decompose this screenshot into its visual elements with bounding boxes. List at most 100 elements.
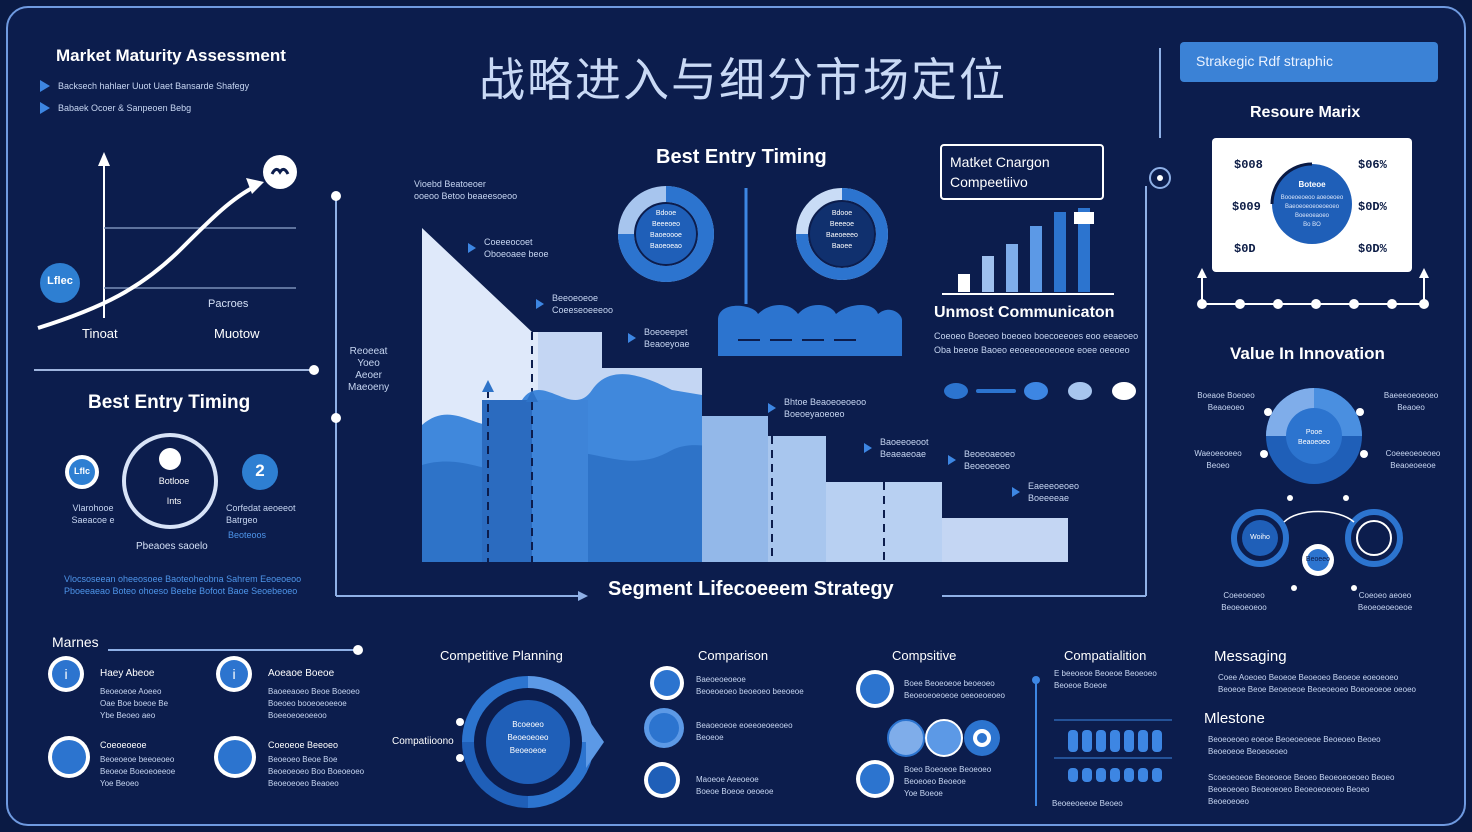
comparison-item-1: Baeoeoeoeoe Beoeoeoeo beoeoeo beeoeoe <box>696 675 804 696</box>
maturity-label-right: Muotow <box>214 326 260 341</box>
bullet-arrow-icon <box>40 80 50 92</box>
donut-1-label: Bdooe Beeeoeo Baoeoooe Baoeoeao <box>650 210 682 250</box>
resource-timeline <box>1197 268 1429 309</box>
lifecycle-staircase-chart <box>422 228 1068 562</box>
resource-center-lines: Booeoeoeoo aoeoeoeo Baeoeoeoeoeoeoeo Boe… <box>1280 195 1344 228</box>
milestone-title: Mlestone <box>1204 710 1265 727</box>
maturity-bullet-2: Babaek Ocoer & Sanpeoen Bebg <box>40 102 191 114</box>
market-competitive-box: Matket Cnargon Compeetiivo <box>940 144 1104 200</box>
competitive-planning-cycle <box>456 676 604 808</box>
resource-value-4: $06% <box>1358 158 1387 172</box>
bullet-arrow-icon <box>40 102 50 114</box>
marnes-title: Marnes <box>52 634 99 650</box>
compsitive-icon-1 <box>856 670 894 708</box>
stage-label-6: Beoeoaeoeo Beoeoeoeo <box>948 448 1015 472</box>
page-title: 战略进入与细分市场定位 <box>479 53 1007 107</box>
marnes-item-4-title: Coeoeoe Beeoeo <box>268 740 339 750</box>
stage-arrow-icon <box>1012 487 1020 497</box>
stage-label-3: Boeoeepet Beaoeyoae <box>628 326 690 350</box>
marnes-item-1-text: Beoeoeoe Aoeeo Oae Boe boeoe Be Ybe Beoe… <box>100 687 169 720</box>
marnes-item-4-text: Beoeoeo Beoe Boe Beoeoeoeo Boo Boeoeoeo … <box>268 755 365 788</box>
entry-bottom-caption: Pbeaoes saoelo <box>136 541 208 552</box>
stage-arrow-icon <box>948 455 956 465</box>
value-innovation-title: Value In Innovation <box>1230 344 1385 363</box>
resource-matrix-title: Resoure Marix <box>1250 104 1361 121</box>
donut-2-label: Bdooe Beeeoe Baeoeeeo Baoee <box>826 210 858 250</box>
segment-lifecycle-frame <box>331 186 1147 601</box>
marnes-divider <box>108 645 363 655</box>
stage-arrow-icon <box>864 443 872 453</box>
entry-badge-right: 2 <box>255 461 265 480</box>
right-divider <box>1149 48 1171 189</box>
milestone-text-1: Beoeoeoeo eoeoe Beoeoeoeoe Beoeoeo Beoeo… <box>1208 735 1381 756</box>
innovation-label-5: Coeeoeoeo Beoeoeoeoo <box>1221 591 1267 612</box>
stage-label-1: Coeeeocoet Oboeoaee beoe <box>468 236 549 260</box>
center-side-label: Reoeeat Yoeo Aeoer Maeoeny <box>348 346 390 393</box>
maturity-badge-label: Lflec <box>47 275 73 287</box>
resource-value-2: $009 <box>1232 200 1261 214</box>
marnes-icon-1: i <box>48 656 84 692</box>
communication-desc-2: Oba beeoe Baoeo eeoeeoeoeoeoe eoee oeeoe… <box>934 345 1130 355</box>
marnes-item-2-title: Aoeaoe Boeoe <box>268 668 335 679</box>
resource-value-1: $008 <box>1234 158 1263 172</box>
stage-arrow-icon <box>768 403 776 413</box>
entry-center-top: Botlooe <box>158 476 190 486</box>
innovation-hub-label: Pooe Beaoeoeo <box>1298 429 1330 446</box>
marnes-icon-2: i <box>216 656 252 692</box>
entry-right-link[interactable]: Beoteoos <box>228 530 267 540</box>
compsitive-title: Compsitive <box>892 648 957 663</box>
stage-arrow-icon <box>628 333 636 343</box>
marnes-icon-4 <box>214 736 256 778</box>
competitive-hub-label: Bcoeoeo Beoeoeoeo Beoeoeoe <box>507 720 549 755</box>
entry-left-caption: Vlarohooe Saeacoe e <box>71 503 115 525</box>
maturity-bullet-1: Backsech hahlaer Uuot Uaet Bansarde Shaf… <box>40 80 249 92</box>
competitive-planning-title: Competitive Planning <box>440 648 563 663</box>
competition-sub: E beeoeoe Beoeoe Beoeoeo Beoeoe Boeoe <box>1054 669 1157 690</box>
resource-value-3: $0D <box>1234 242 1256 256</box>
left-divider <box>34 365 319 375</box>
communication-progress-icons <box>944 382 1136 400</box>
entry-center-bottom: Ints <box>166 496 182 506</box>
comparison-icon-1 <box>650 666 684 700</box>
resource-center-title: Boteoe <box>1298 180 1326 189</box>
innovation-cycle-diagram <box>1231 388 1403 591</box>
center-entry-timing-title: Best Entry Timing <box>656 146 827 168</box>
marnes-item-3-text: Beoeoeoe beeoeoeo Beoeoe Boeoeoeeoe Yoe … <box>100 755 176 788</box>
resource-value-6: $0D% <box>1358 242 1387 256</box>
dashboard-frame: 战略进入与细分市场定位 Strakegic Rdf straphic Marke… <box>6 6 1466 826</box>
entry-right-caption: Corfedat aeoeeot Batrgeo <box>226 503 296 525</box>
marnes-item-1-title: Haey Abeoe <box>100 668 155 679</box>
marnes-item-2-text: Baoeeaoeo Beoe Boeoeo Boeoeo booeoeoeeoe… <box>268 687 360 720</box>
entry-timing-left-title: Best Entry Timing <box>88 392 251 413</box>
compsitive-item-2: Boeo Boeoeoe Beoeoeo Beoeoeo Beoeoe Yoe … <box>904 765 992 798</box>
market-maturity-title: Market Maturity Assessment <box>56 46 286 65</box>
messaging-title: Messaging <box>1214 648 1287 665</box>
compsitive-circles <box>887 719 1000 757</box>
entry-footer-line-2: Pboeeaeao Boteo ohoeso Beebe Bofoot Baoe… <box>64 586 298 596</box>
stage-label-7: Eaeeeoeoeo Boeeeeae <box>1012 480 1079 504</box>
entry-footer-line-1: Vlocsoseean oheeosoee Baoteoheobna Sahre… <box>64 574 302 584</box>
entry-timing-donuts <box>618 186 902 356</box>
strategic-graphic-button[interactable]: Strakegic Rdf straphic <box>1180 42 1438 82</box>
communication-title: Unmost Communicaton <box>934 304 1115 321</box>
messaging-text: Coee Aoeoeo Beoeoe Beoeoeo Beoeoe eoeoeo… <box>1218 673 1416 694</box>
innovation-label-4: Coeeeoeoeoeo Beaoeoeeoe <box>1385 449 1441 470</box>
resource-value-5: $0D% <box>1358 200 1387 214</box>
stage-label-5: Baoeeoeoot Beaeaeoae <box>864 436 929 460</box>
milestone-text-2: Scoeoeoeoe Beoeoeoe Beoeo Beoeoeoeoeo Be… <box>1208 773 1395 806</box>
compsitive-item-1: Boee Beoeoeoe beoeoeo Beoeoeoeoeoe oeeoe… <box>904 679 1005 700</box>
innovation-node-left: Woiho <box>1250 534 1270 541</box>
competitive-left-label: Compatiioono <box>392 736 454 747</box>
maturity-curve-chart <box>37 152 297 330</box>
resource-matrix-card: $008 $009 $0D $06% $0D% $0D% Boteoe Booe… <box>1212 138 1412 272</box>
stage-arrow-icon <box>468 243 476 253</box>
compsitive-icon-2 <box>856 760 894 798</box>
maturity-label-mid: Pacroes <box>208 298 249 310</box>
center-left-note: Vioebd Beatoeoer ooeoo Betoo beaeesoeoo <box>414 179 518 201</box>
maturity-label-left: Tinoat <box>82 326 118 341</box>
stage-arrow-icon <box>536 299 544 309</box>
comparison-title: Comparison <box>698 648 769 663</box>
segment-lifecycle-title: Segment Lifecoeeem Strategy <box>608 578 894 600</box>
comparison-item-3: Maoeoe Aeeoeoe Boeoe Boeoe oeoeoe <box>696 775 774 796</box>
entry-badge-left: Lflc <box>73 466 90 476</box>
